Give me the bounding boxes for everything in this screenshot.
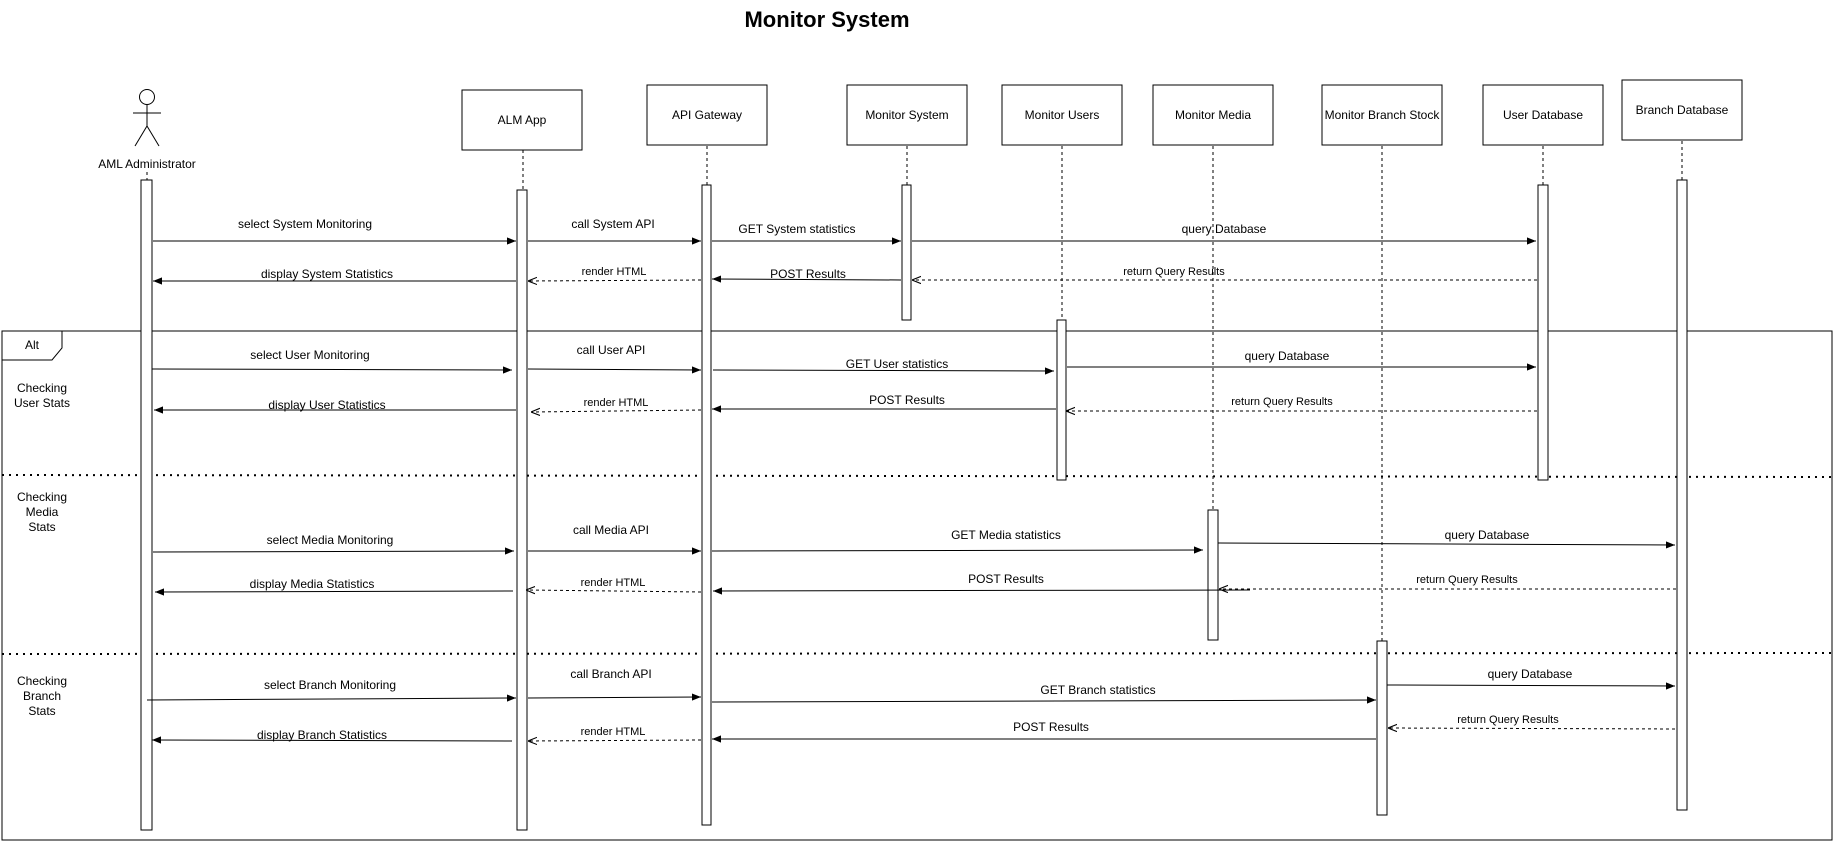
return-arrow <box>1388 728 1676 729</box>
alt-frame-label: Alt <box>25 338 40 352</box>
participants: ALM App API Gateway Monitor System Monit… <box>461 79 1743 151</box>
message-label: POST Results <box>968 572 1044 586</box>
message-arrow <box>1386 682 1676 690</box>
alt-frame-tab <box>2 330 63 361</box>
message-label: display System Statistics <box>261 267 393 281</box>
return-arrow <box>526 590 702 592</box>
return-label: return Query Results <box>1416 574 1518 586</box>
alt-separator <box>1 652 1833 655</box>
message-label: query Database <box>1245 349 1330 363</box>
message-label: GET User statistics <box>846 357 948 371</box>
message-label: query Database <box>1182 222 1267 236</box>
stick-figure-icon <box>133 89 161 147</box>
message-arrow <box>712 587 1251 595</box>
message-label: POST Results <box>1013 720 1089 734</box>
participant-label: Monitor Users <box>1025 108 1100 122</box>
return-label: return Query Results <box>1123 266 1225 278</box>
alt-frame-border <box>1 330 1833 841</box>
lifelines <box>146 141 1683 641</box>
participant-alm-app: ALM App <box>461 89 583 151</box>
activations <box>140 179 1688 831</box>
messages: select System Monitoring call System API G… <box>146 217 1676 744</box>
activation-monitor-users <box>1056 319 1067 481</box>
message-label: query Database <box>1445 528 1530 542</box>
message-arrow <box>711 275 902 283</box>
message-label: select Branch Monitoring <box>264 678 396 692</box>
message-arrow <box>151 736 513 744</box>
return-label: render HTML <box>582 266 647 278</box>
message-arrow <box>1217 541 1676 549</box>
message-arrow <box>154 588 514 596</box>
return-label: return Query Results <box>1231 396 1333 408</box>
participant-monitor-users: Monitor Users <box>1001 84 1123 146</box>
message-arrow <box>151 366 513 374</box>
message-label: select System Monitoring <box>238 217 372 231</box>
return-arrow <box>528 280 702 281</box>
participant-branch-database: Branch Database <box>1621 79 1743 141</box>
return-label: return Query Results <box>1457 714 1559 726</box>
message-label: call System API <box>571 217 654 231</box>
message-arrow <box>712 367 1055 375</box>
message-label: call Media API <box>573 523 649 537</box>
participant-label: User Database <box>1503 108 1583 122</box>
activation-monitor-media <box>1207 509 1219 641</box>
return-label: render HTML <box>581 577 646 589</box>
participant-monitor-system: Monitor System <box>846 84 968 146</box>
participant-api-gateway: API Gateway <box>646 84 768 146</box>
return-arrow <box>531 410 702 412</box>
message-label: POST Results <box>869 393 945 407</box>
message-label: call Branch API <box>570 667 651 681</box>
message-arrow <box>527 693 702 701</box>
message-label: select User Monitoring <box>250 348 369 362</box>
message-label: display Media Statistics <box>250 577 375 591</box>
actor-aml-administrator: AML Administrator <box>98 89 196 171</box>
activation-user-database <box>1537 184 1549 481</box>
activation-actor <box>140 179 153 831</box>
participant-monitor-branch-stock: Monitor Branch Stock <box>1321 84 1443 146</box>
participant-label: ALM App <box>498 113 547 127</box>
participant-label: Monitor Branch Stock <box>1325 108 1441 122</box>
message-arrow <box>146 694 517 702</box>
alt-separator <box>1 474 1833 478</box>
activation-monitor-branch-stock <box>1376 640 1388 816</box>
participant-label: Monitor System <box>865 108 948 122</box>
return-label: render HTML <box>584 397 649 409</box>
message-label: display User Statistics <box>268 398 385 412</box>
message-label: POST Results <box>770 267 846 281</box>
message-label: GET System statistics <box>738 222 855 236</box>
message-label: query Database <box>1488 667 1573 681</box>
activation-alm-app <box>516 189 528 831</box>
participant-label: API Gateway <box>672 108 742 122</box>
activation-api-gateway <box>701 184 712 826</box>
participant-label: Branch Database <box>1636 103 1729 117</box>
message-label: GET Media statistics <box>951 528 1061 542</box>
actor-label: AML Administrator <box>98 157 196 171</box>
activation-branch-database <box>1676 179 1688 811</box>
message-label: select Media Monitoring <box>267 533 394 547</box>
message-label: call User API <box>577 343 646 357</box>
message-arrow <box>711 546 1204 554</box>
participant-user-database: User Database <box>1482 84 1604 146</box>
activation-monitor-system <box>901 184 912 321</box>
message-arrow <box>711 696 1377 704</box>
participant-monitor-media: Monitor Media <box>1152 84 1274 146</box>
message-arrow <box>527 366 702 374</box>
message-arrow <box>152 547 515 555</box>
return-label: render HTML <box>581 726 646 738</box>
diagram-title: Monitor System <box>744 7 909 32</box>
return-arrow <box>528 740 702 741</box>
message-label: display Branch Statistics <box>257 728 387 742</box>
message-label: GET Branch statistics <box>1040 683 1155 697</box>
participant-label: Monitor Media <box>1175 108 1251 122</box>
